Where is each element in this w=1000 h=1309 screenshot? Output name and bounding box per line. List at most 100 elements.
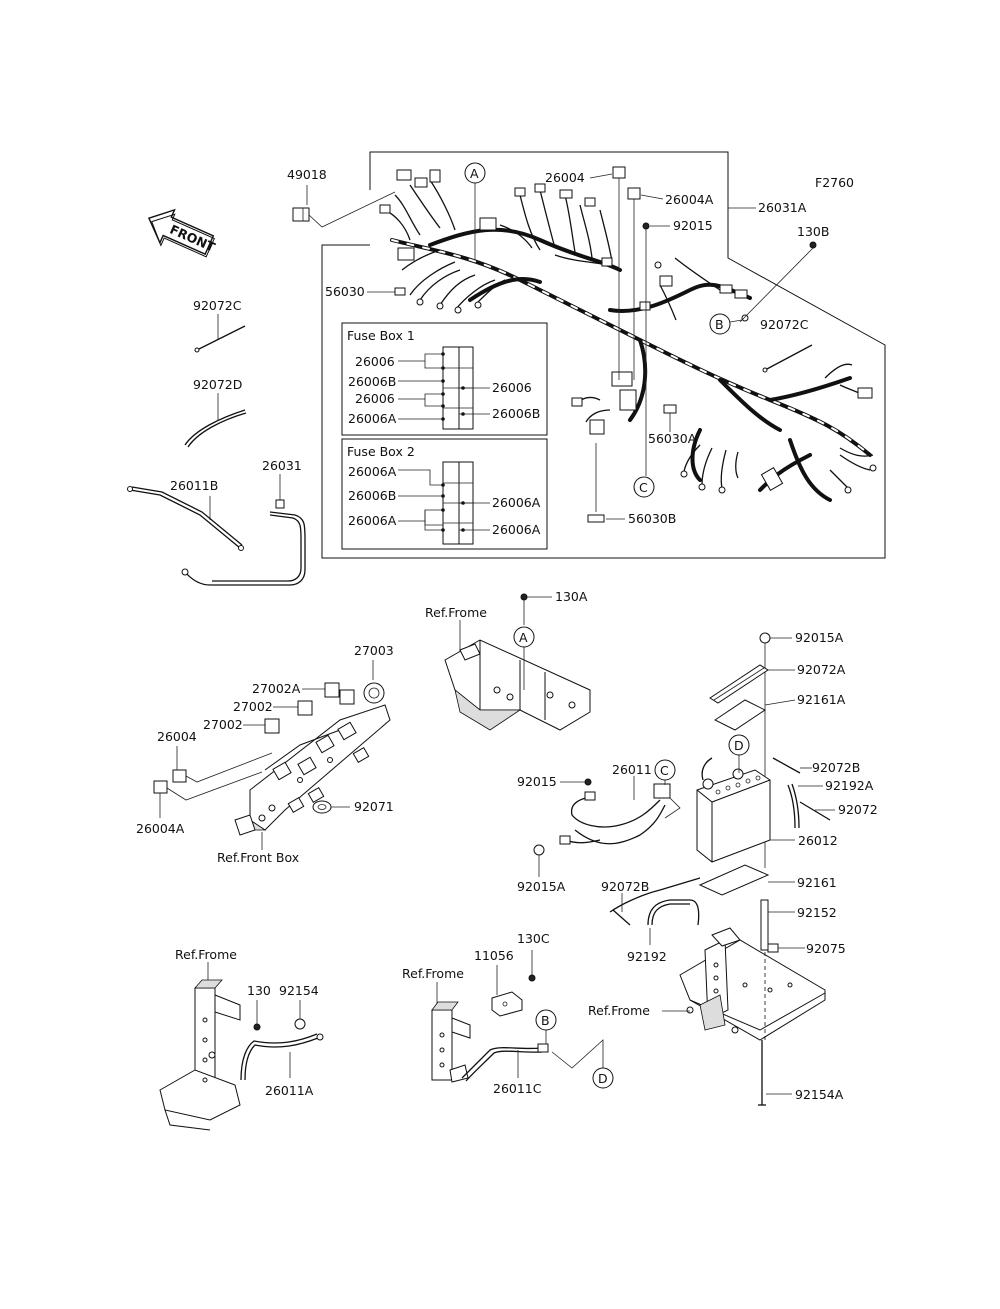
callout-d-bottom-label: D	[598, 1071, 608, 1086]
label-26031: 26031	[262, 458, 302, 473]
label-92154a: 92154A	[795, 1087, 844, 1102]
breather-hose-92192	[647, 899, 700, 926]
tag-56030	[394, 287, 406, 296]
label-130c: 130C	[517, 931, 550, 946]
label-92072b-right: 92072B	[812, 760, 860, 775]
label-27003: 27003	[354, 643, 394, 658]
figure-code: F2760	[815, 175, 854, 190]
pad-92161a	[714, 699, 766, 731]
label-27002-a: 27002	[233, 699, 273, 714]
front-arrow-icon: FRONT	[147, 208, 218, 258]
ground-cable-26011a	[244, 1037, 319, 1081]
fuse-box-2-right-label-1: 26006A	[492, 495, 541, 510]
harness-assembly-outline	[321, 151, 886, 559]
fuse-box-1-left-label-2: 26006B	[348, 374, 396, 389]
callout-a-mid-label: A	[519, 630, 528, 645]
label-92161a: 92161A	[797, 692, 846, 707]
nut-92015a-mid	[533, 844, 545, 856]
fuse-box-2-panel: Fuse Box 2 26006A 26006B 26006A 26006A 2…	[341, 438, 548, 550]
label-26012: 26012	[798, 833, 838, 848]
label-92072a: 92072A	[797, 662, 846, 677]
label-26011c: 26011C	[493, 1081, 542, 1096]
callout-d-battery-label: D	[734, 738, 744, 753]
callout-c-mid-label: C	[660, 763, 669, 778]
cable-tie-92072c-left	[196, 325, 246, 351]
bracket-11056	[491, 991, 523, 1017]
ref-frame-left: Ref.Frome	[175, 947, 237, 962]
label-26011a: 26011A	[265, 1083, 314, 1098]
label-92072b-left: 92072B	[601, 879, 649, 894]
label-92072c-right: 92072C	[760, 317, 809, 332]
switch-27002a-1	[324, 682, 340, 698]
switch-27002-2	[264, 718, 280, 734]
clip-92075	[767, 943, 779, 953]
ref-frame-right: Ref.Frome	[588, 1003, 650, 1018]
callout-b-top-label: B	[715, 317, 724, 332]
fuse-box-1-left-label-4: 26006A	[348, 411, 397, 426]
connector-49018	[292, 207, 310, 222]
cable-tie-92072c-right	[764, 344, 813, 371]
label-92152: 92152	[797, 905, 837, 920]
label-49018: 49018	[287, 167, 327, 182]
nut-92015a	[759, 632, 771, 644]
battery-cable-26031	[184, 511, 306, 586]
label-130: 130	[247, 983, 271, 998]
label-92072: 92072	[838, 802, 878, 817]
cable-tie-92072b-right	[772, 757, 801, 774]
label-92015a: 92015A	[795, 630, 844, 645]
bolt-92152	[760, 899, 769, 951]
label-26031a: 26031A	[758, 200, 807, 215]
connector-26004	[172, 769, 187, 783]
label-92015-mid: 92015	[517, 774, 557, 789]
ref-front-box: Ref.Front Box	[217, 850, 299, 865]
label-26004a-top: 26004A	[665, 192, 714, 207]
fuse-box-2-title: Fuse Box 2	[347, 444, 415, 459]
label-92075: 92075	[806, 941, 846, 956]
label-92154: 92154	[279, 983, 319, 998]
callout-a-top-label: A	[470, 166, 479, 181]
switch-27003	[363, 682, 385, 704]
label-27002a: 27002A	[252, 681, 301, 696]
switch-27002a-2	[339, 689, 355, 705]
ground-cable-26011c	[461, 1047, 541, 1079]
battery-26012	[696, 757, 771, 863]
cable-tie-92072	[799, 801, 831, 821]
label-92192: 92192	[627, 949, 667, 964]
callout-d-bottom	[592, 1067, 614, 1089]
label-130a: 130A	[555, 589, 588, 604]
callout-b-bottom-label: B	[541, 1013, 550, 1028]
label-92161: 92161	[797, 875, 837, 890]
label-26011b: 26011B	[170, 478, 218, 493]
label-92192a: 92192A	[825, 778, 874, 793]
cable-26011b	[129, 489, 241, 549]
label-92071: 92071	[354, 799, 394, 814]
grommet-92071	[312, 800, 332, 814]
tag-56030a	[663, 404, 677, 414]
fuse-box-1-right-label-1: 26006	[492, 380, 532, 395]
bolt-130	[253, 1023, 261, 1031]
fuse-box-2-left-label-1: 26006A	[348, 464, 397, 479]
label-26011: 26011	[612, 762, 652, 777]
tag-56030b	[587, 514, 605, 523]
label-56030a: 56030A	[648, 431, 697, 446]
frame-member-top	[444, 639, 591, 731]
fuse-box-2-left-label-3: 26006A	[348, 513, 397, 528]
label-56030b: 56030B	[628, 511, 676, 526]
grommet-92015-top	[642, 222, 650, 230]
fuse-box-1-panel: Fuse Box 1 26006 26006B 26006 26006A 260…	[341, 322, 548, 436]
label-26004a: 26004A	[136, 821, 185, 836]
battery-cable-26011	[570, 796, 661, 828]
callout-c-top-label: C	[639, 480, 648, 495]
frame-member-left	[159, 979, 241, 1131]
connector-26004a-top	[627, 187, 641, 200]
fuse-box-1-left-label-3: 26006	[355, 391, 395, 406]
label-92072c-left: 92072C	[193, 298, 242, 313]
ref-frame-top: Ref.Frome	[425, 605, 487, 620]
connector-26004-top	[612, 166, 626, 179]
cable-tie-92072b-left	[612, 909, 631, 926]
harness-connectors	[379, 169, 877, 494]
fuse-box-1-left-label-1: 26006	[355, 354, 395, 369]
bolt-130a	[520, 593, 528, 601]
front-box-panel	[234, 704, 391, 836]
